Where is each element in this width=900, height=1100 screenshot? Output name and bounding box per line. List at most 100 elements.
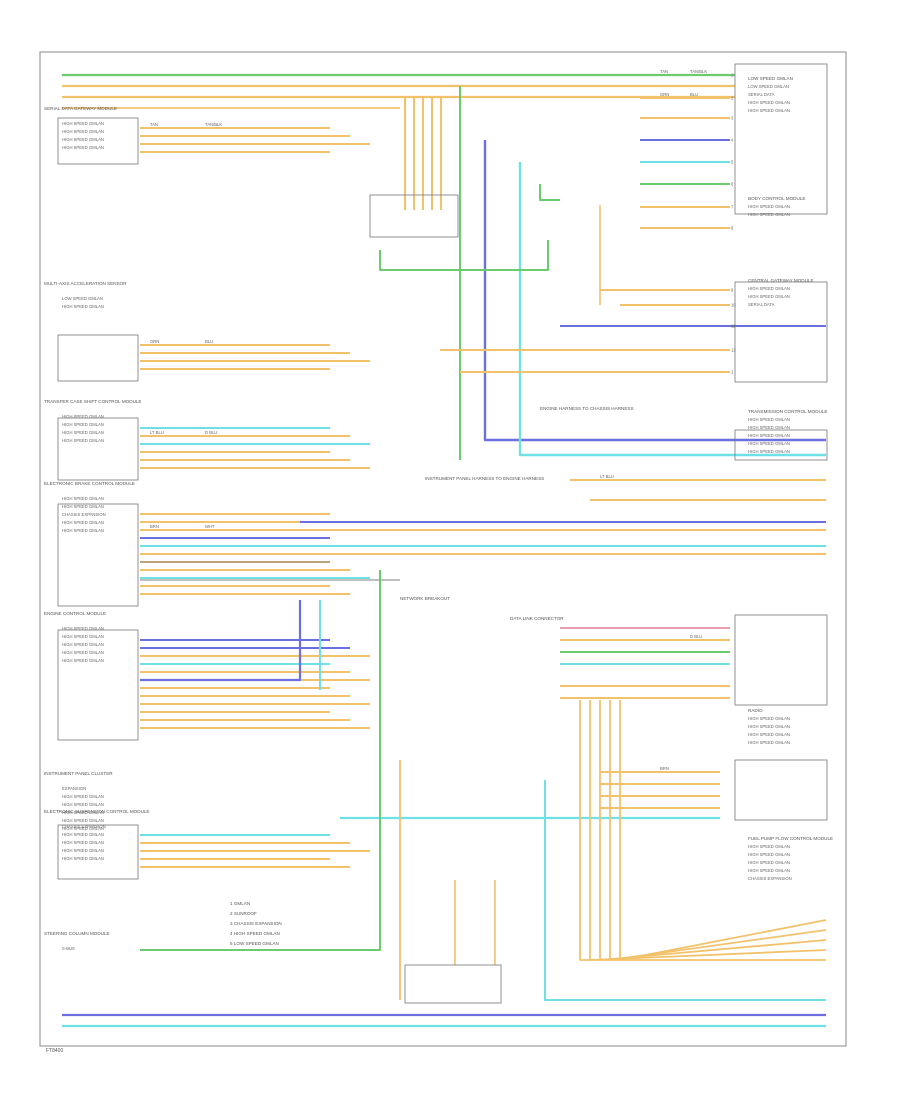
left-module-title: STEERING COLUMN MODULE — [44, 931, 110, 936]
wire-color-tag: TAN/BLK — [205, 122, 222, 127]
left-module-pin-label: HIGH SPEED GMLAN — [62, 430, 104, 435]
right-vertical-wire — [609, 700, 827, 961]
left-module-box — [57, 629, 139, 741]
left-module-pin-label: HIGH SPEED GMLAN — [62, 794, 104, 799]
right-module-pin-label: HIGH SPEED GMLAN — [748, 425, 790, 430]
wire-color-tag: D BLU — [205, 430, 217, 435]
right-module-pin-label: HIGH SPEED GMLAN — [748, 100, 790, 105]
left-module-pin-label: HIGH SPEED GMLAN — [62, 802, 104, 807]
left-module-title: ENGINE CONTROL MODULE — [44, 611, 106, 616]
center-label: NETWORK BREAKOUT — [400, 596, 450, 601]
left-module-pin-label: HIGH SPEED GMLAN — [62, 528, 104, 533]
right-vertical-wire — [579, 700, 826, 961]
right-module-pin-label: HIGH SPEED GMLAN — [748, 108, 790, 113]
note-text: 4 HIGH SPEED GMLAN — [230, 931, 280, 936]
wires-layer — [62, 73, 827, 1028]
right-module-pin-label: SERIAL DATA — [748, 92, 775, 97]
left-module-box — [57, 417, 139, 481]
pin-number: 11 — [731, 324, 736, 329]
left-module-pin-label: HIGH SPEED GMLAN — [62, 642, 104, 647]
right-module-pin-label: HIGH SPEED GMLAN — [748, 740, 790, 745]
right-module-title: CENTRAL GATEWAY MODULE — [748, 278, 814, 283]
left-module-pin-label: HIGH SPEED GMLAN — [62, 832, 104, 837]
wire-color-tag: BLU — [690, 92, 698, 97]
pin-number: 5 — [731, 160, 734, 165]
bus-blue-loop-left — [140, 600, 302, 682]
right-module-title: RADIO — [748, 708, 763, 713]
right-module-pin-label: HIGH SPEED GMLAN — [748, 441, 790, 446]
right-vertical-wire — [599, 700, 827, 961]
right-module-pin-label: HIGH SPEED GMLAN — [748, 417, 790, 422]
right-vertical-wire — [619, 700, 827, 961]
wire-color-tag: TAN/BLK — [690, 69, 707, 74]
right-module-pin-label: LOW SPEED GMLAN — [748, 84, 789, 89]
wire-color-tag: BRN — [660, 766, 669, 771]
right-module-pin-label: HIGH SPEED GMLAN — [748, 204, 790, 209]
wire-color-tag: WHT — [205, 524, 215, 529]
right-module-pin-label: HIGH SPEED GMLAN — [748, 724, 790, 729]
right-module-title: TRANSMISSION CONTROL MODULE — [748, 409, 827, 414]
left-module-box — [57, 503, 139, 607]
bus-green-lower — [140, 570, 381, 951]
right-module-box — [734, 614, 828, 706]
left-module-pin-label: EXPANSION — [62, 786, 86, 791]
note-text: 2 SUNROOF — [230, 911, 257, 916]
left-module-pin-label: HIGH SPEED GMLAN — [62, 856, 104, 861]
left-module-pin-label: S-BUS — [62, 946, 75, 951]
bus-green-loop — [379, 240, 549, 271]
pin-number: 4 — [731, 138, 734, 143]
left-module-pin-label: HIGH SPEED GMLAN — [62, 634, 104, 639]
left-module-pin-label: HIGH SPEED GMLAN — [62, 520, 104, 525]
pin-number: 6 — [731, 182, 734, 187]
wire-color-tag: D BLU — [690, 634, 702, 639]
left-module-pin-label: HIGH SPEED GMLAN — [62, 137, 104, 142]
note-text: 5 LOW SPEED GMLAN — [230, 941, 279, 946]
right-module-pin-label: HIGH SPEED GMLAN — [748, 852, 790, 857]
right-module-pin-label: HIGH SPEED GMLAN — [748, 732, 790, 737]
left-module-box — [57, 117, 139, 165]
pin-number: 12 — [731, 348, 736, 353]
wire-color-tag: BLU — [205, 339, 213, 344]
right-module-pin-label: HIGH SPEED GMLAN — [748, 716, 790, 721]
right-module-box — [734, 759, 828, 821]
bus-cyan-right-lower — [544, 780, 826, 1001]
left-module-pin-label: HIGH SPEED GMLAN — [62, 145, 104, 150]
wire-color-tag: GRN — [150, 339, 159, 344]
right-module-pin-label: HIGH SPEED GMLAN — [748, 433, 790, 438]
pin-number: 1 — [731, 370, 734, 375]
wire-color-tag: LT BLU — [600, 474, 614, 479]
left-module-box — [57, 824, 139, 880]
left-module-pin-label: HIGH SPEED GMLAN — [62, 818, 104, 823]
left-module-pin-label: HIGH SPEED GMLAN — [62, 414, 104, 419]
left-module-pin-label: CHASSIS EXPANSION — [62, 824, 106, 829]
wire-color-tag: LT BLU — [150, 430, 164, 435]
note-text: 3 CHASSIS EXPANSION — [230, 921, 282, 926]
left-module-title: MULTI-AXIS ACCELERATION SENSOR — [44, 281, 127, 286]
right-module-pin-label: HIGH SPEED GMLAN — [748, 860, 790, 865]
wire-color-tag: BRN — [150, 524, 159, 529]
right-vertical-wire — [589, 700, 827, 961]
right-module-box — [734, 281, 828, 383]
center-lower-module — [404, 964, 502, 1004]
right-module-pin-label: HIGH SPEED GMLAN — [748, 212, 790, 217]
left-module-pin-label: CHASSIS EXPANSION — [62, 512, 106, 517]
center-label: INSTRUMENT PANEL HARNESS TO ENGINE HARNE… — [425, 476, 544, 481]
pin-number: 8 — [731, 226, 734, 231]
left-module-pin-label: HIGH SPEED GMLAN — [62, 826, 104, 831]
left-module-title: ELECTRONIC BRAKE CONTROL MODULE — [44, 481, 135, 486]
wire-color-tag: TAN — [150, 122, 158, 127]
left-module-title: TRANSFER CASE SHIFT CONTROL MODULE — [44, 399, 142, 404]
pin-number: 2 — [731, 96, 734, 101]
left-module-pin-label: HIGH SPEED GMLAN — [62, 504, 104, 509]
right-module-title: FUEL PUMP FLOW CONTROL MODULE — [748, 836, 833, 841]
right-module-title: BODY CONTROL MODULE — [748, 196, 805, 201]
left-module-pin-label: HIGH SPEED GMLAN — [62, 121, 104, 126]
pin-number: 7 — [731, 205, 734, 210]
pin-number: 1 — [731, 73, 734, 78]
splice-pack-top — [369, 194, 459, 238]
right-module-pin-label: HIGH SPEED GMLAN — [748, 294, 790, 299]
components-layer — [57, 63, 828, 1004]
wire-color-tag: TAN — [660, 69, 668, 74]
